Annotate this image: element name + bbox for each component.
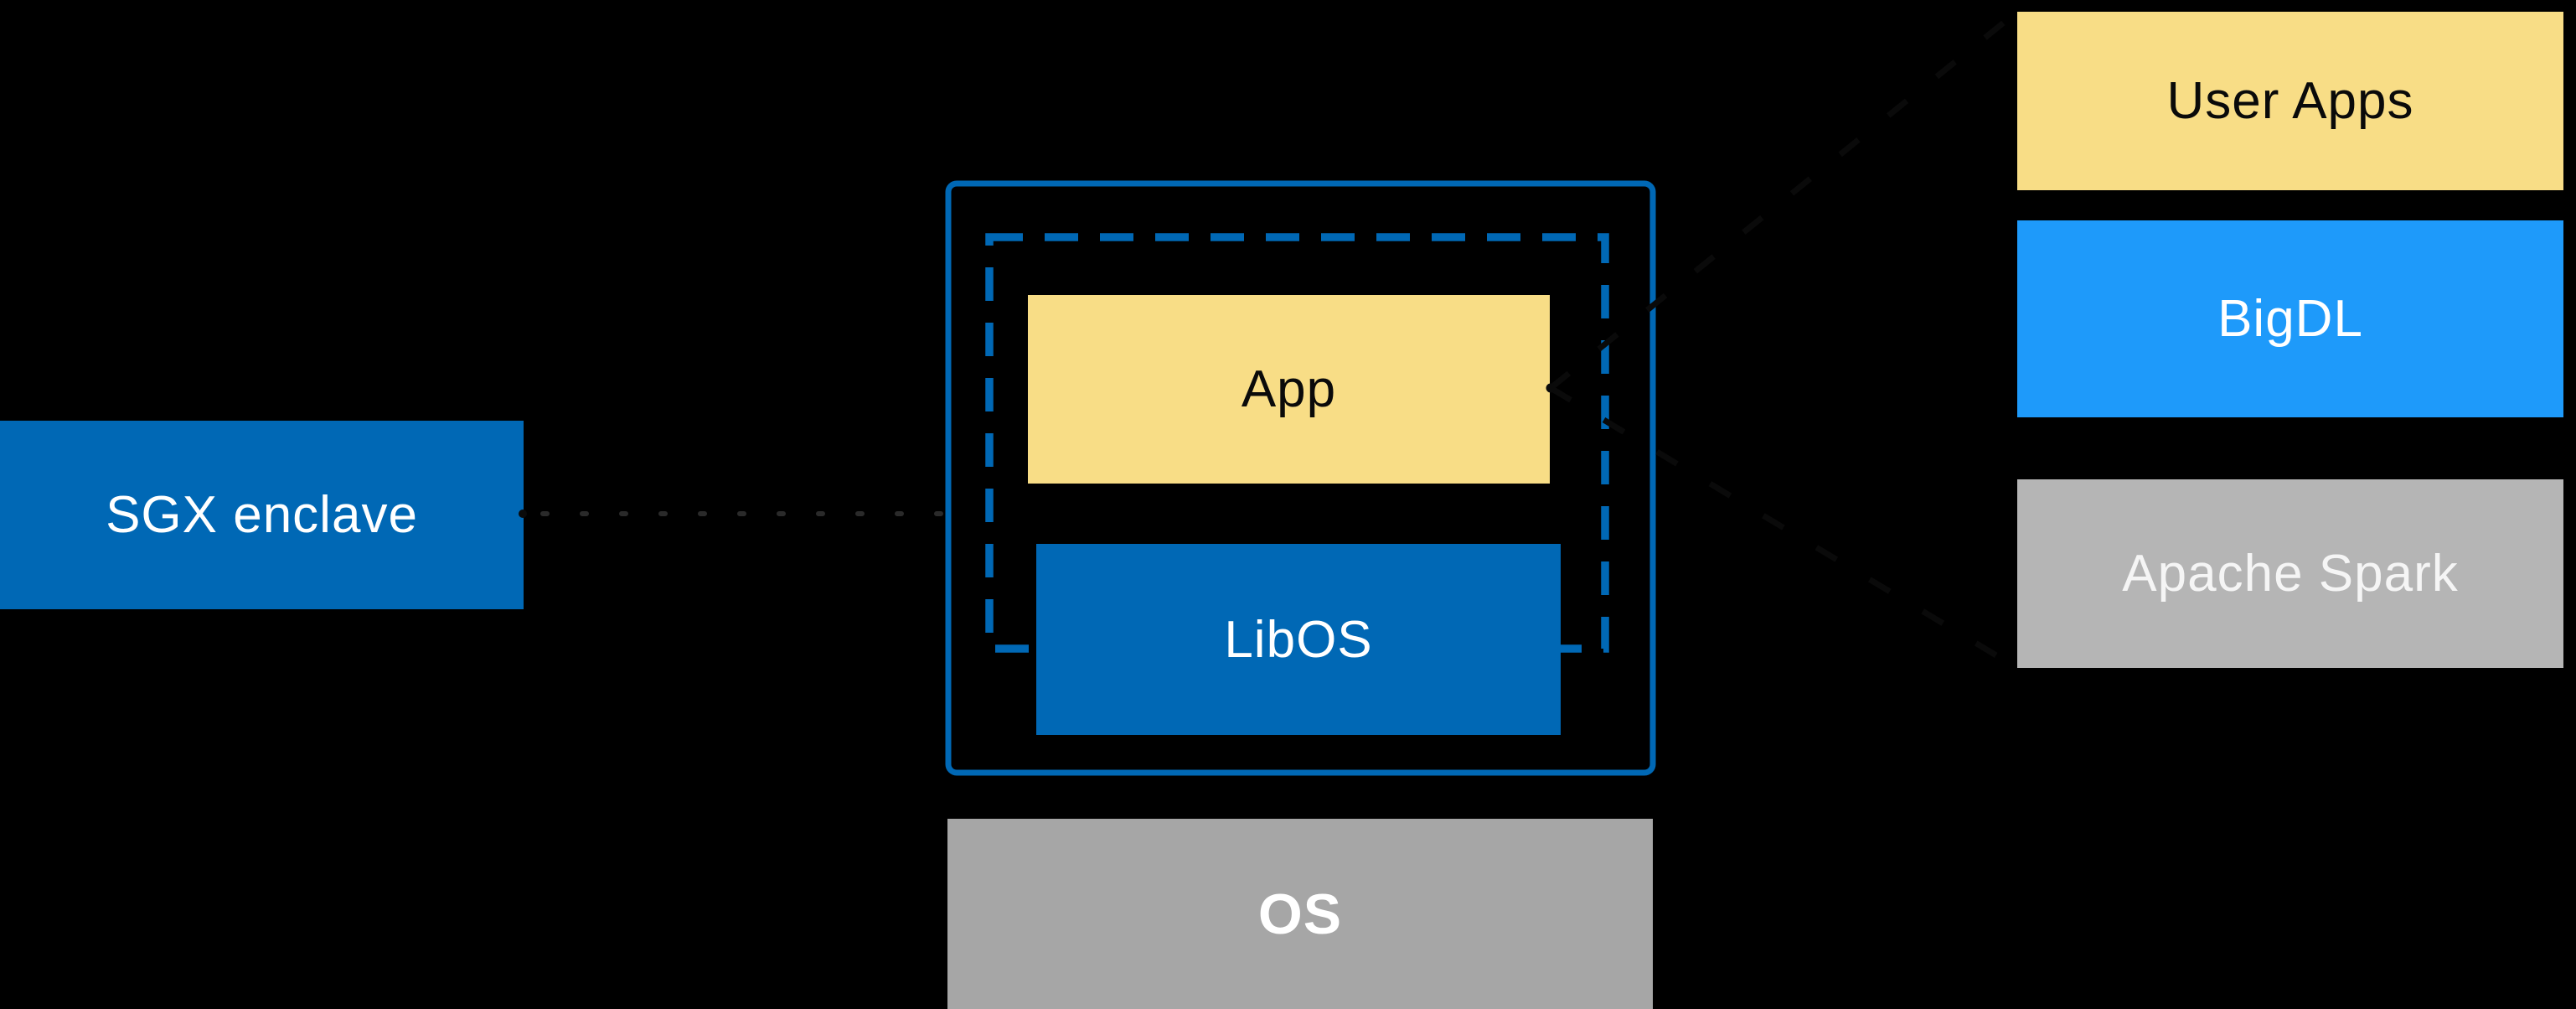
bigdl-label: BigDL: [2217, 290, 2363, 348]
app-box: App: [1028, 295, 1550, 484]
bigdl-box: BigDL: [2017, 220, 2563, 417]
apache-spark-box: Apache Spark: [2017, 479, 2563, 668]
user-apps-label: User Apps: [2166, 72, 2414, 130]
sgx-enclave-box: SGX enclave: [0, 421, 524, 609]
apache-spark-label: Apache Spark: [2122, 545, 2459, 603]
app-label: App: [1241, 360, 1337, 418]
libos-label: LibOS: [1224, 610, 1373, 669]
os-box: OS: [947, 819, 1653, 1009]
user-apps-box: User Apps: [2017, 12, 2563, 190]
os-label: OS: [1257, 882, 1343, 946]
libos-box: LibOS: [1036, 544, 1561, 735]
sgx-enclave-label: SGX enclave: [106, 486, 418, 544]
